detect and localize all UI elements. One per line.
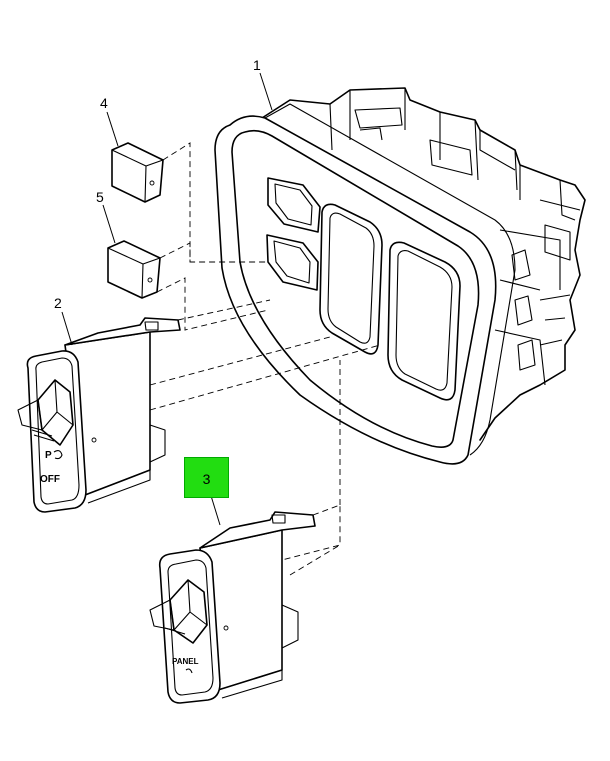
part-3-rocker-switch: PANEL	[149, 511, 316, 704]
callout-2[interactable]: 2	[54, 295, 62, 311]
leader-lines	[61, 72, 273, 526]
callout-1[interactable]: 1	[253, 57, 261, 73]
part-2-rocker-switch: P OFF	[17, 317, 181, 513]
part-1-bezel-housing	[214, 87, 586, 465]
part-5-blank-plug	[107, 240, 161, 299]
switch-2-top-label: P	[45, 450, 52, 461]
assembly-dashed-lines	[149, 142, 381, 576]
callout-4[interactable]: 4	[100, 95, 108, 111]
callout-3-highlight[interactable]: 3	[184, 457, 229, 498]
callout-3: 3	[202, 471, 211, 487]
part-4-blank-plug	[111, 142, 164, 203]
switch-2-off-label: OFF	[40, 474, 60, 485]
callout-5[interactable]: 5	[96, 189, 104, 205]
switch-3-panel-label: PANEL	[172, 657, 199, 666]
